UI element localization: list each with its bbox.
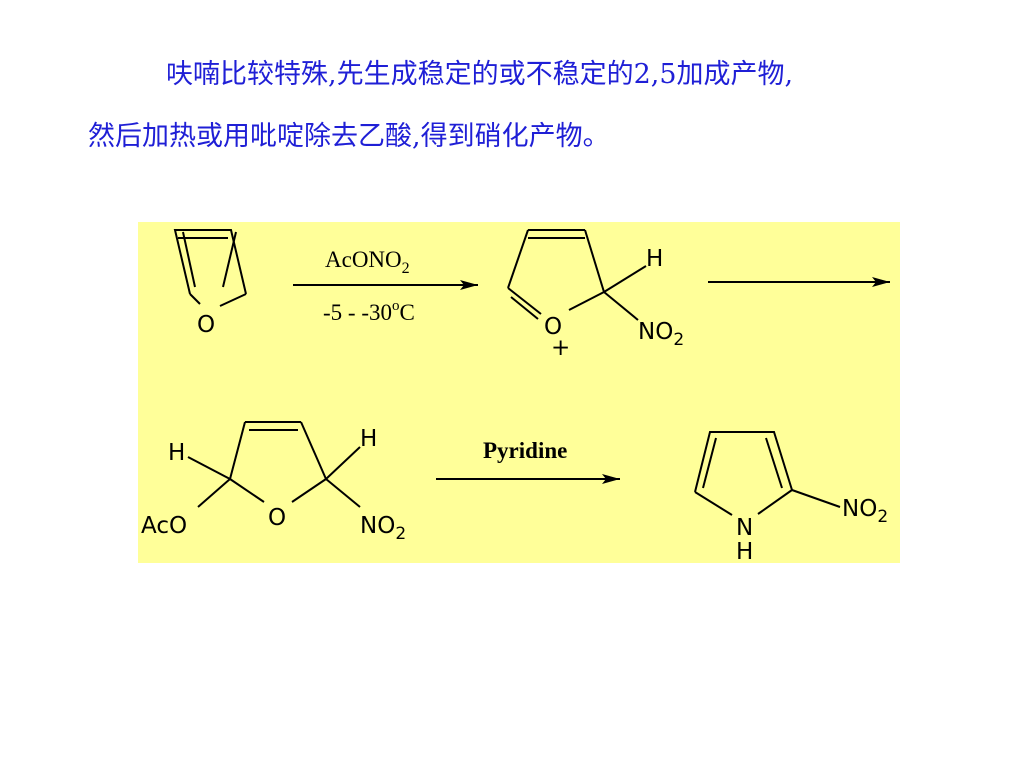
intermediate1-hydrogen: H	[646, 246, 663, 272]
pyrrole-nh-hydrogen: H	[736, 539, 753, 563]
intermediate2-nitro-group: NO2	[360, 513, 406, 544]
oxonium-charge: +	[551, 335, 570, 361]
reaction-scheme: O AcONO2 -5 - -30oC H O + NO2	[138, 222, 900, 563]
reaction-scheme-drawing: O AcONO2 -5 - -30oC H O + NO2	[141, 229, 890, 563]
addition-intermediate	[187, 421, 361, 508]
intermediate2-hydrogen-left: H	[168, 440, 185, 466]
reaction-temperature: -5 - -30oC	[323, 298, 415, 325]
paragraph-line-2: 然后加热或用吡啶除去乙酸,得到硝化产物。	[88, 121, 610, 152]
reagent-acono2: AcONO2	[325, 247, 410, 277]
intermediate1-oxygen: O	[544, 314, 562, 340]
furan-oxygen: O	[197, 312, 215, 338]
pyrrole-nitrogen: N	[736, 515, 753, 541]
furan-molecule	[173, 229, 247, 307]
intermediate2-hydrogen-right: H	[360, 426, 377, 452]
paragraph-line-1: 呋喃比较特殊,先生成稳定的或不稳定的2,5加成产物,	[166, 59, 794, 90]
acetoxy-group: AcO	[141, 513, 187, 539]
nitropyrrole-molecule	[694, 431, 841, 516]
intermediate1-nitro-group: NO2	[638, 319, 684, 350]
nitro-oxonium-intermediate	[507, 229, 647, 321]
reagent-pyridine: Pyridine	[483, 438, 567, 463]
product-nitro-group: NO2	[842, 496, 888, 527]
intermediate2-oxygen: O	[268, 505, 286, 531]
